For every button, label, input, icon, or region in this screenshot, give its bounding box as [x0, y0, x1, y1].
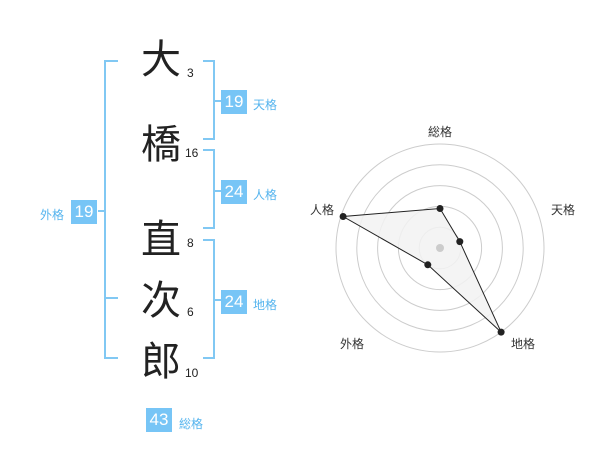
jinkaku-connector [213, 190, 221, 192]
tenkaku-connector [213, 100, 221, 102]
tenkaku-badge: 19 [221, 90, 247, 114]
name-char-5: 郎 [141, 339, 181, 385]
gaikaku-divider [104, 297, 118, 299]
gaikaku-badge: 19 [71, 200, 97, 224]
radar-axis-label-tenkaku: 天格 [551, 203, 576, 217]
gaikaku-connector [98, 210, 106, 212]
radar-ring [335, 143, 545, 353]
chikaku-connector [213, 299, 221, 301]
gaikaku-bracket [104, 60, 118, 359]
radar-axis-label-jinkaku: 人格 [310, 203, 335, 217]
radar-ring [377, 185, 503, 311]
radar-points [339, 205, 505, 336]
radar-point-4 [424, 261, 432, 269]
radar-area [341, 207, 502, 333]
name-char-1: 大 [141, 37, 181, 83]
radar-point-3 [497, 328, 505, 336]
chikaku-badge: 24 [221, 290, 247, 314]
stroke-count-5: 10 [185, 366, 199, 380]
radar-axis-label-chikaku: 地格 [511, 337, 536, 351]
jinkaku-badge: 24 [221, 180, 247, 204]
radar-axis-label-gaikaku: 外格 [340, 337, 365, 351]
stroke-count-3: 8 [187, 236, 194, 250]
radar-center-dot [436, 244, 444, 252]
radar-point-2 [456, 238, 464, 246]
stroke-count-4: 6 [187, 305, 194, 319]
radar-ring [356, 164, 524, 332]
radar-axis-label-soukaku: 総格 [428, 125, 453, 139]
radar-point-1 [436, 205, 444, 212]
gaikaku-label: 外格 [40, 208, 65, 222]
tenkaku-label: 天格 [253, 98, 278, 112]
jinkaku-label: 人格 [253, 188, 278, 202]
radar-point-5 [339, 213, 347, 220]
chikaku-label: 地格 [253, 298, 278, 312]
soukaku-label: 総格 [179, 417, 204, 431]
name-char-4: 次 [141, 278, 181, 324]
stroke-count-1: 3 [187, 66, 194, 80]
jinkaku-bracket [203, 149, 215, 229]
name-char-2: 橋 [141, 122, 181, 168]
soukaku-badge: 43 [146, 408, 172, 432]
stroke-count-2: 16 [185, 146, 199, 160]
name-char-3: 直 [141, 217, 181, 263]
